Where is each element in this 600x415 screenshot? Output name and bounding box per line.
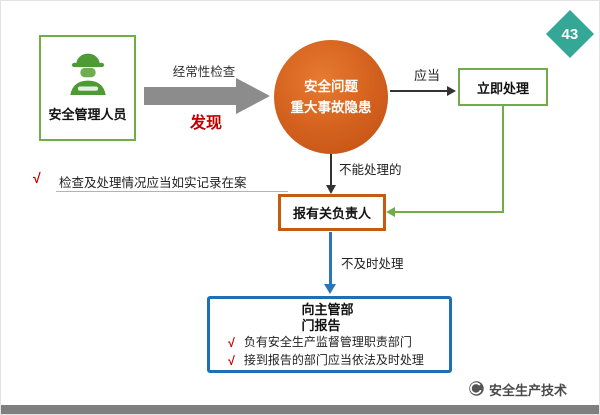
page-number: 43: [561, 25, 579, 43]
dept-item-text: 接到报告的部门应当依法及时处理: [243, 353, 424, 368]
footer-bar: [1, 405, 599, 414]
footer-brand-text: 安全生产技术: [489, 383, 568, 398]
arrow-to-immediate-head: [447, 85, 456, 96]
hazard-line1: 安全问题: [304, 79, 358, 94]
green-connector-head: [386, 206, 395, 217]
safety-manager-label: 安全管理人员: [48, 107, 127, 122]
green-connector-vertical: [502, 106, 504, 213]
arrow-to-leader-head: [325, 185, 336, 194]
arrow-to-dept: [329, 232, 332, 285]
regular-inspection-label: 经常性检查: [172, 65, 236, 79]
report-leader-box: 报有关负责人: [278, 194, 386, 231]
inspection-arrow: [144, 87, 236, 105]
report-dept-box: 向主管部门报告 √ 负有安全生产监督管理职责部门 √ 接到报告的部门应当依法及时…: [207, 296, 452, 373]
immediate-handle-box: 立即处理: [458, 68, 548, 106]
record-note-text: 检查及处理情况应当如实记录在案: [59, 176, 247, 190]
record-note-divider: [56, 191, 288, 192]
arrow-to-dept-head: [324, 284, 336, 294]
hazard-circle: 安全问题 重大事故隐患: [274, 40, 388, 154]
arrow-to-immediate: [390, 90, 448, 92]
green-connector-horizontal: [394, 211, 504, 213]
check-mark: √: [33, 170, 41, 186]
arrow-to-leader: [330, 154, 332, 185]
dept-item: √ 负有安全生产监督管理职责部门: [228, 335, 449, 351]
report-dept-title: 向主管部门报告: [301, 302, 354, 333]
check-mark: √: [228, 354, 235, 369]
safety-manager-box: 安全管理人员: [39, 35, 136, 141]
untimely-label: 不及时处理: [341, 257, 404, 271]
worker-icon: [69, 53, 106, 95]
inspection-arrow-head: [236, 78, 270, 114]
footer-logo-icon: [469, 381, 484, 396]
dept-item-text: 负有安全生产监督管理职责部门: [243, 335, 412, 350]
cannot-handle-label: 不能处理的: [339, 163, 402, 177]
page-number-badge: 43: [545, 9, 595, 59]
should-label: 应当: [413, 68, 440, 83]
discover-label: 发现: [189, 115, 222, 132]
hazard-line2: 重大事故隐患: [290, 99, 372, 115]
dept-item: √ 接到报告的部门应当依法及时处理: [228, 353, 449, 369]
check-mark: √: [228, 336, 235, 351]
